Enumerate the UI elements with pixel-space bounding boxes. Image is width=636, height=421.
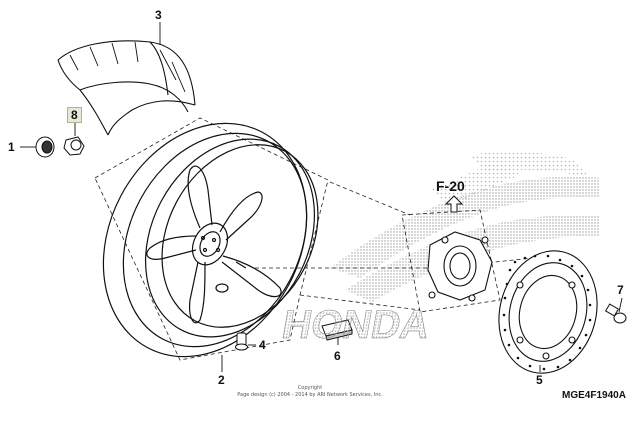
copyright-line-2: Page design (c) 2004 - 2014 by ARI Netwo… xyxy=(237,392,383,398)
leader-lines xyxy=(20,22,623,372)
copyright-line-1: Copyright xyxy=(297,385,323,391)
balance-weight-illustration xyxy=(321,319,353,341)
disk-bolt-illustration xyxy=(604,303,627,324)
valve-illustration xyxy=(235,332,248,351)
brake-disk-illustration xyxy=(498,250,598,374)
honda-watermark-text: HONDA xyxy=(279,302,433,347)
collar-illustration xyxy=(35,136,55,158)
callout-2: 2 xyxy=(218,373,225,387)
callout-5: 5 xyxy=(536,373,543,387)
callout-7: 7 xyxy=(617,283,624,297)
hub-flange-illustration xyxy=(427,231,493,302)
callout-8[interactable]: 8 xyxy=(67,107,82,123)
f20-arrow xyxy=(444,195,464,213)
part-code: MGE4F1940A xyxy=(562,390,626,401)
callout-3: 3 xyxy=(155,8,162,22)
brake-disk-holes xyxy=(502,254,592,371)
callout-4: 4 xyxy=(259,338,266,352)
honda-wing-watermark xyxy=(330,151,600,302)
callout-6: 6 xyxy=(334,349,341,363)
collar-nut-illustration xyxy=(63,136,85,156)
figure-reference[interactable]: F-20 xyxy=(436,178,465,194)
callout-1: 1 xyxy=(8,140,15,154)
tire-illustration xyxy=(57,40,196,136)
rear-wheel-illustration xyxy=(102,122,319,358)
